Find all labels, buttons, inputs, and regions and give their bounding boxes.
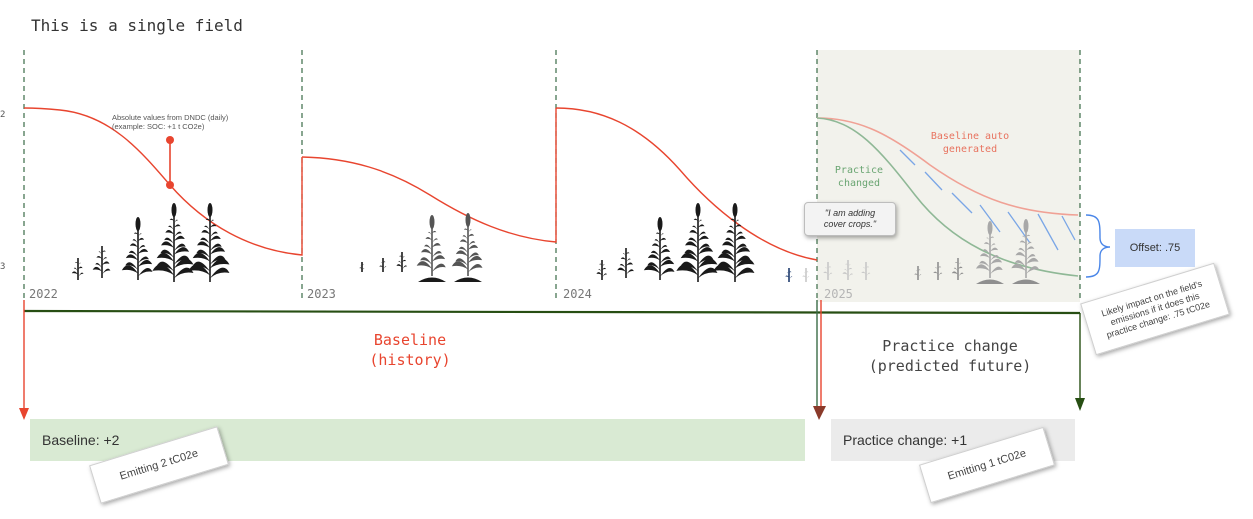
soil-mound (1012, 279, 1040, 284)
crop-plant-icon (188, 203, 230, 282)
annotation-line-1: Absolute values from DNDC (daily) (112, 113, 229, 122)
practice-changed-label: Practice changed (824, 164, 894, 190)
year-label-2023: 2023 (307, 287, 336, 301)
practice-changed-line-1: Practice (834, 165, 884, 176)
crop-plant-icon (359, 262, 365, 272)
curve-2023 (301, 108, 557, 243)
practice-section-line-2: (predicted future) (868, 357, 1032, 375)
arrow-down-icon (813, 300, 826, 420)
crop-plant-icon (785, 268, 793, 282)
practice-section-label: Practice change (predicted future) (825, 336, 1075, 376)
dndc-annotation: Absolute values from DNDC (daily) (examp… (112, 113, 262, 131)
crop-plant-icon (1011, 219, 1040, 278)
year-label-2025: 2025 (824, 287, 853, 301)
crop-plant-icon (396, 252, 408, 272)
crop-plant-icon (861, 262, 871, 280)
page-title: This is a single field (31, 16, 243, 35)
crop-plant-icon (92, 246, 111, 278)
crop-plant-icon (617, 248, 634, 278)
baseline-auto-line-2: generated (942, 144, 998, 155)
annotation-marker (166, 136, 174, 189)
baseline-section-line-2: (history) (369, 351, 451, 369)
crop-plant-icon (933, 262, 943, 280)
baseline-auto-curve (816, 117, 1079, 216)
speech-line-2: cover crops." (823, 219, 877, 229)
soil-mound (976, 279, 1004, 284)
crop-plant-icon (451, 213, 483, 276)
crop-plant-icon (713, 203, 755, 282)
crop-plant-icon (676, 203, 718, 282)
baseline-section-line-1: Baseline (373, 331, 447, 349)
crop-plants (71, 203, 1040, 284)
baseline-auto-label: Baseline auto generated (915, 130, 1025, 156)
soil-mound (418, 277, 446, 282)
baseline-curves (23, 107, 818, 261)
crop-plant-icon (596, 260, 608, 280)
crop-plant-icon (951, 258, 964, 280)
timeline (23, 309, 1081, 315)
curve-2022 (23, 107, 303, 256)
practice-section-line-1: Practice change (882, 337, 1018, 355)
crop-plant-icon (802, 268, 810, 282)
crop-plant-icon (416, 215, 446, 276)
soil-mound (454, 277, 482, 282)
crop-plant-icon (152, 203, 194, 282)
year-label-2024: 2024 (563, 287, 592, 301)
practice-changed-line-2: changed (837, 178, 881, 189)
arrow-down-icon (1075, 313, 1085, 411)
crop-plant-icon (914, 266, 922, 280)
crop-plant-icon (975, 221, 1003, 278)
year-label-2022: 2022 (29, 287, 58, 301)
baseline-section-label: Baseline (history) (330, 330, 490, 370)
axis-tick-top: 2 (0, 110, 6, 120)
annotation-line-2: (example: SOC: +1 t CO2e) (112, 122, 205, 131)
crop-plant-icon (842, 260, 854, 280)
offset-box: Offset: .75 (1115, 229, 1195, 267)
speech-line-1: "I am adding (824, 208, 876, 218)
arrow-down-icon (19, 300, 29, 420)
crop-plant-icon (71, 258, 84, 280)
baseline-auto-line-1: Baseline auto (930, 131, 1010, 142)
crop-plant-icon (121, 217, 153, 280)
crop-plant-icon (379, 258, 387, 272)
year-dividers (23, 50, 1081, 300)
axis-tick-bottom: 3 (0, 262, 6, 272)
crop-plant-icon (823, 262, 833, 280)
crop-plant-icon (643, 217, 675, 280)
curly-brace-icon (1085, 214, 1111, 278)
speech-bubble: "I am adding cover crops." (804, 202, 896, 236)
curve-2024 (555, 107, 818, 261)
